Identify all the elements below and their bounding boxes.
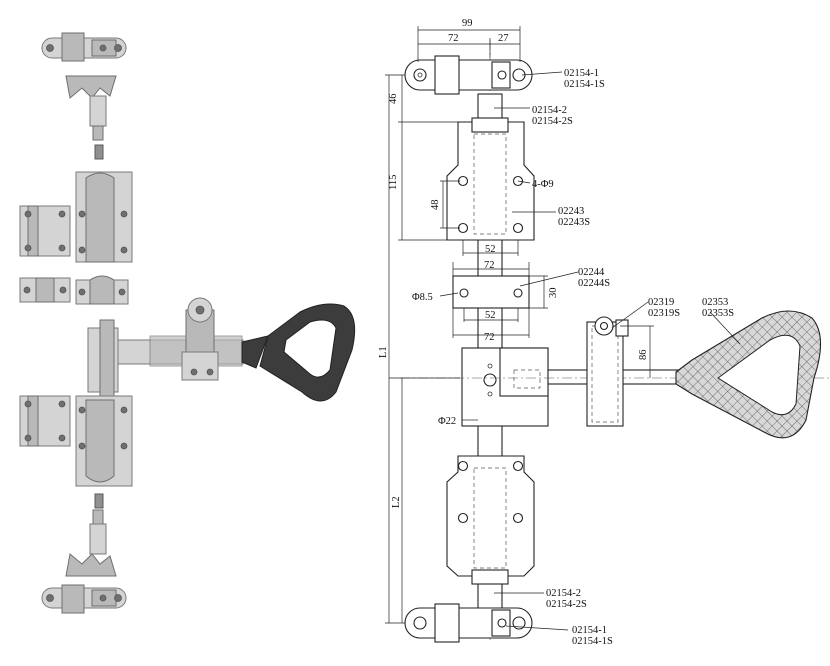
bottom-cam-3d (65, 493, 117, 577)
dim-72-top: 72 (448, 33, 459, 44)
label-02154-2-bottom: 02154-2 (546, 588, 581, 599)
dim-86: 86 (638, 350, 649, 361)
top-hinge-plate-3d (41, 32, 127, 62)
top-hinge-plate (404, 55, 533, 95)
dim-L1: L1 (378, 346, 389, 358)
bottom-hinge-plate-3d (41, 584, 127, 614)
dim-115: 115 (388, 175, 399, 190)
handle-grip (675, 310, 822, 439)
dim-L2: L2 (391, 496, 402, 508)
guide-plate (452, 275, 530, 309)
handle-assembly-3d (87, 297, 356, 402)
label-02319s: 02319S (648, 308, 680, 319)
label-02243: 02243 (558, 206, 584, 217)
label-02154-1s-top: 02154-1S (564, 79, 605, 90)
dim-4-holes: 4-Φ9 (532, 179, 554, 190)
exploded-view (19, 32, 356, 614)
upper-bracket (446, 117, 535, 241)
dim-72-upper: 72 (484, 260, 495, 271)
bottom-hinge-plate (404, 603, 533, 643)
dim-46: 46 (388, 94, 399, 105)
top-cam-3d (65, 75, 117, 160)
dim-30: 30 (548, 288, 559, 299)
guide-plates-3d (19, 275, 129, 305)
label-02154-1s-bottom: 02154-1S (572, 636, 613, 647)
dim-27: 27 (498, 33, 509, 44)
label-02154-1-top: 02154-1 (564, 68, 599, 79)
lower-bracket (446, 455, 535, 585)
label-02353s: 02353S (702, 308, 734, 319)
lower-bracket-3d (19, 395, 133, 487)
dim-48: 48 (430, 200, 441, 211)
upper-bracket-3d (19, 171, 133, 263)
dim-52-upper: 52 (485, 244, 496, 255)
dim-dia-22: Φ22 (438, 416, 456, 427)
dim-dia-8-5: Φ8.5 (412, 292, 433, 303)
label-02154-2-top: 02154-2 (532, 105, 567, 116)
label-02319: 02319 (648, 297, 674, 308)
label-02244s: 02244S (578, 278, 610, 289)
center-keeper (461, 347, 549, 427)
technical-drawing: 99 72 27 46 115 48 4-Φ9 52 72 Φ8.5 30 52… (378, 18, 830, 647)
label-02154-2s-top: 02154-2S (532, 116, 573, 127)
label-02154-2s-bottom: 02154-2S (546, 599, 587, 610)
handle-bar (400, 316, 830, 427)
label-02243s: 02243S (558, 217, 590, 228)
label-02353: 02353 (702, 297, 728, 308)
dim-99: 99 (462, 18, 473, 29)
dim-52-lower: 52 (485, 310, 496, 321)
label-02154-1-bottom: 02154-1 (572, 625, 607, 636)
dim-72-lower: 72 (484, 332, 495, 343)
label-02244: 02244 (578, 267, 605, 278)
